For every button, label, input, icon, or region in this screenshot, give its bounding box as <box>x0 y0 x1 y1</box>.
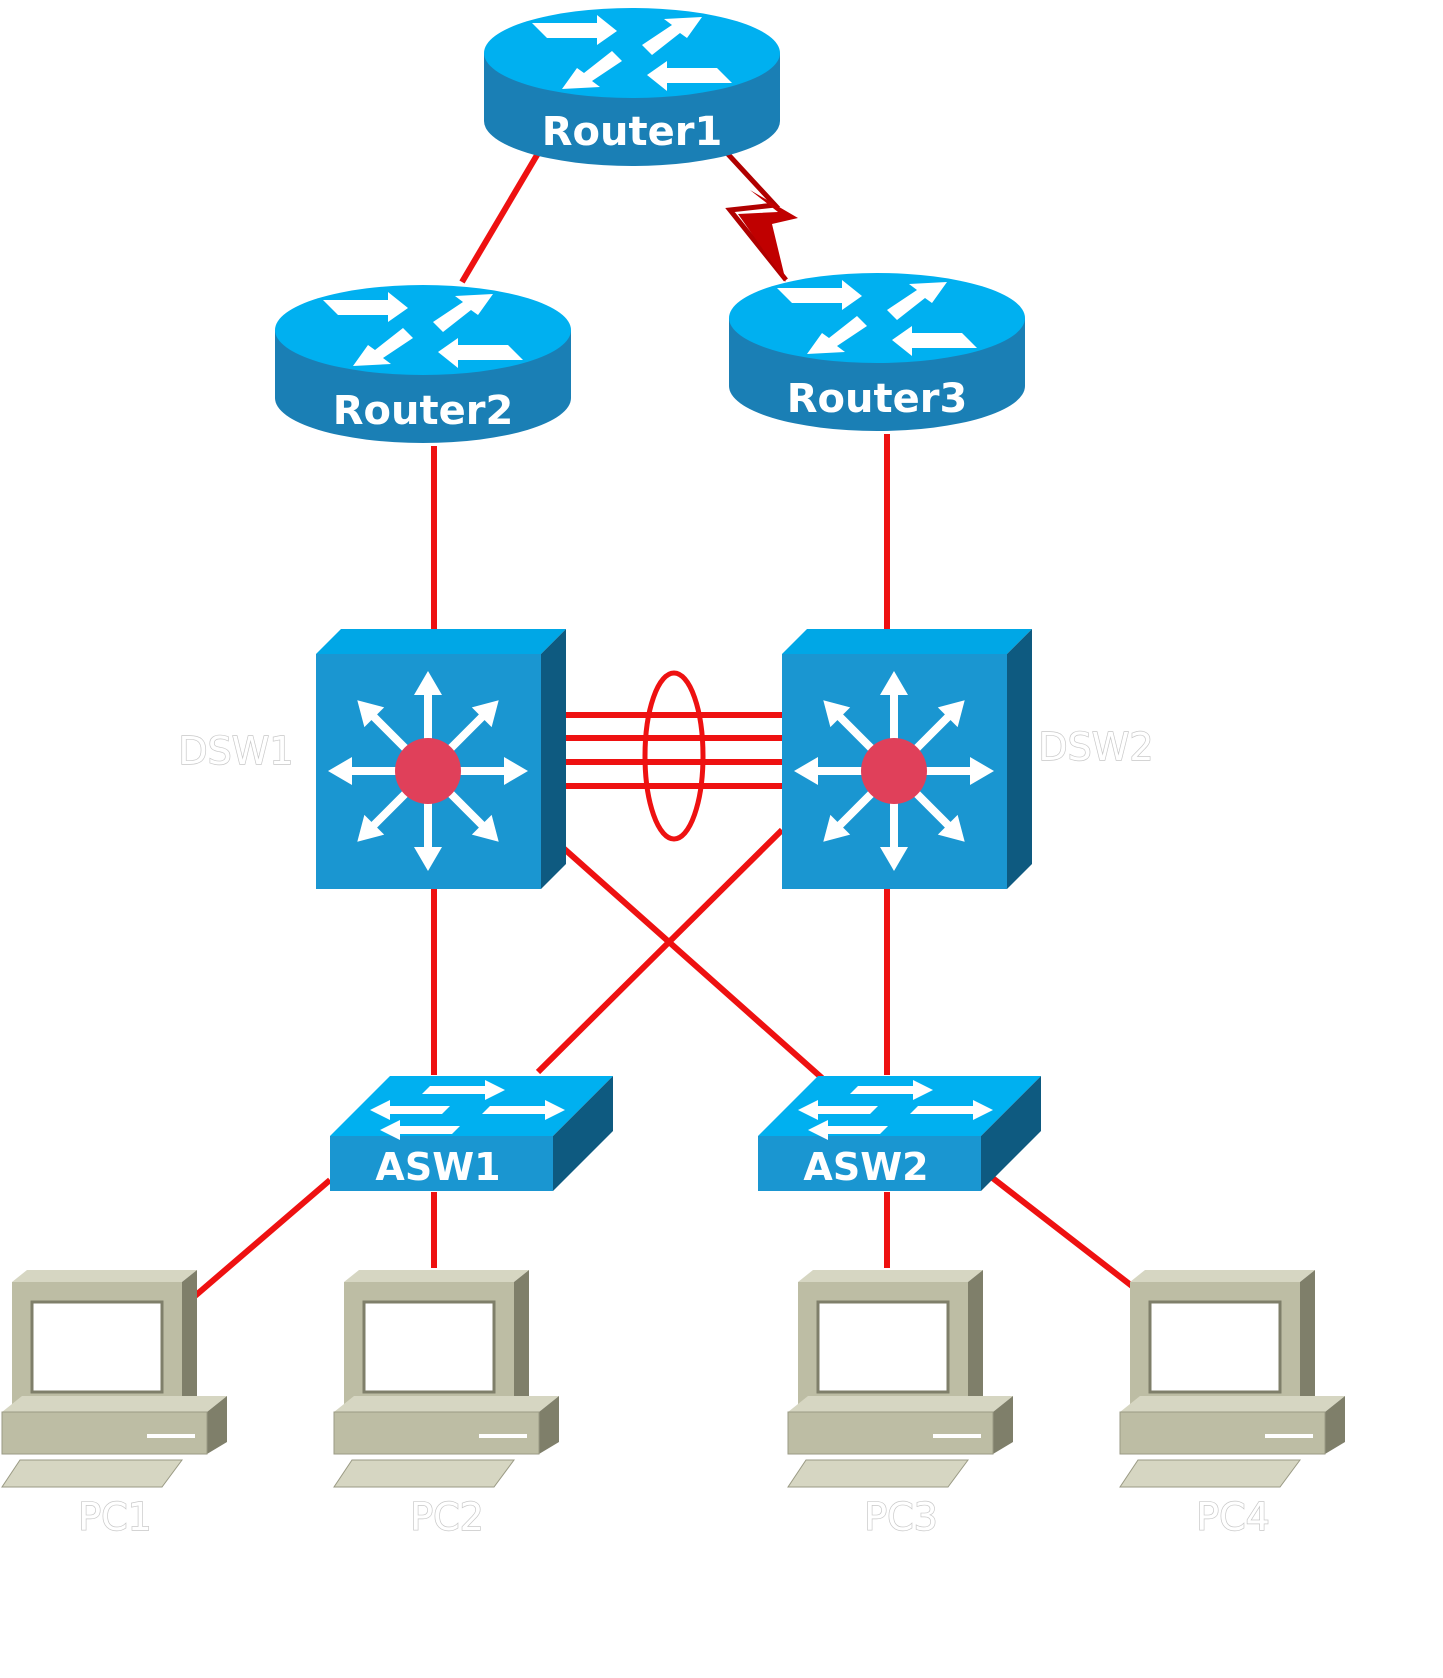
serial-lightning-icon <box>738 190 798 282</box>
etherchannel-bundle-ring <box>642 670 706 842</box>
asw2-label: ASW2 <box>803 1145 928 1189</box>
links <box>186 148 1152 1305</box>
link-asw2-pc4 <box>988 1173 1152 1303</box>
dsw2-label: DSW2 <box>1038 725 1153 769</box>
link-asw1-pc1 <box>186 1177 332 1305</box>
dsw1-label: DSW1 <box>178 729 293 773</box>
pc3[interactable] <box>786 1268 1015 1489</box>
asw2[interactable]: ASW2 <box>758 1076 1041 1191</box>
dsw2[interactable] <box>782 629 1032 889</box>
link-router1-router2 <box>459 148 543 284</box>
router1-label: Router1 <box>542 109 723 155</box>
router1[interactable]: Router1 <box>484 8 780 166</box>
pc3-label: PC3 <box>864 1495 938 1539</box>
router2-label: Router2 <box>333 388 514 434</box>
pc-icon <box>332 1268 561 1489</box>
etherchannel-dsw1-dsw2 <box>552 670 782 842</box>
router3[interactable]: Router3 <box>729 273 1025 431</box>
pc2-label: PC2 <box>410 1495 484 1539</box>
pc1-label: PC1 <box>78 1495 152 1539</box>
pc-icon <box>786 1268 1015 1489</box>
pc-icon <box>1118 1268 1347 1489</box>
link-router1-router3-serial <box>724 150 788 282</box>
dsw1[interactable] <box>316 629 566 889</box>
pc-icon <box>0 1268 229 1489</box>
pc4-label: PC4 <box>1196 1495 1270 1539</box>
pc2[interactable] <box>332 1268 561 1489</box>
pc4[interactable] <box>1118 1268 1347 1489</box>
multilayer-switch-icon <box>316 629 566 889</box>
asw1-label: ASW1 <box>375 1145 500 1189</box>
link-dsw1-asw2 <box>550 835 824 1081</box>
asw1[interactable]: ASW1 <box>330 1076 613 1191</box>
router3-label: Router3 <box>787 376 968 422</box>
link-dsw2-asw1 <box>535 827 785 1075</box>
pc1[interactable] <box>0 1268 229 1489</box>
multilayer-switch-icon <box>782 629 1032 889</box>
router2[interactable]: Router2 <box>275 285 571 443</box>
